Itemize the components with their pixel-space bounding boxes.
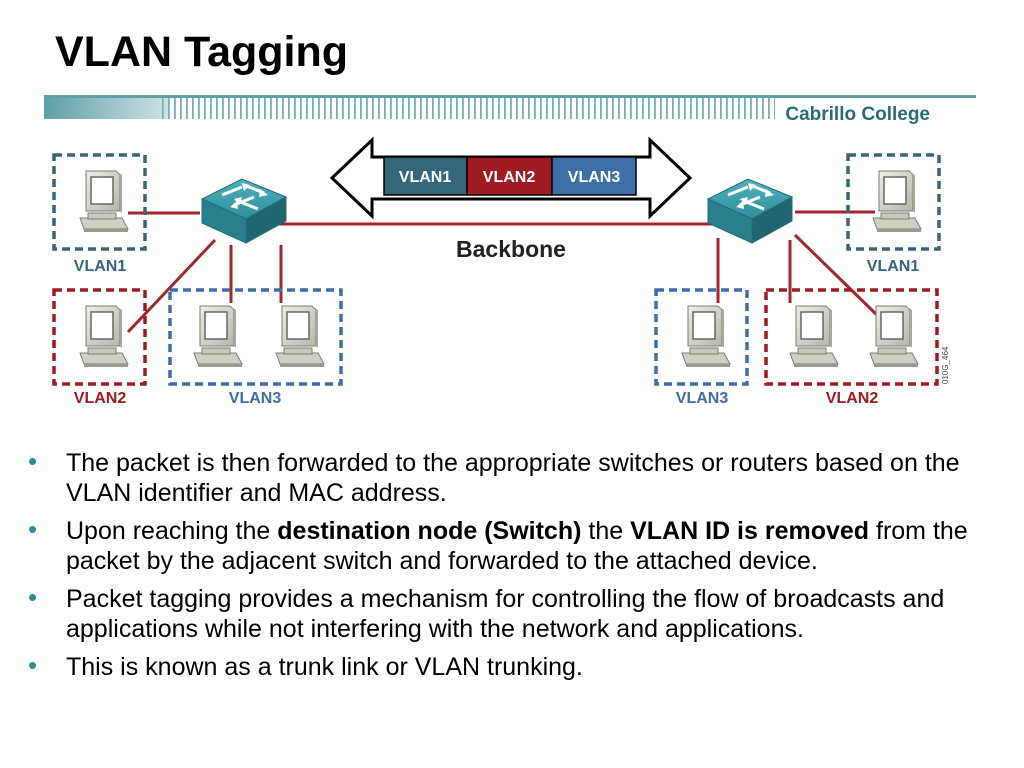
header-band [44,95,976,119]
bullet-text-bold: destination node (Switch) [277,517,582,545]
vlan-labels: VLAN1 VLAN2 VLAN3 VLAN1 VLAN3 VLAN2 [74,258,920,407]
bullet-dot-icon: • [28,514,38,544]
computer-icon [681,305,731,368]
college-label: Cabrillo College [785,104,930,125]
label-right-vlan3: VLAN3 [676,390,729,407]
bullet-text: the [581,517,631,545]
box-right-vlan2 [764,288,939,386]
label-left-vlan1: VLAN1 [74,258,127,275]
bullet-dot-icon: • [28,650,38,680]
label-left-vlan2: VLAN2 [74,390,127,407]
bullet-list: • The packet is then forwarded to the app… [28,446,1018,690]
label-left-vlan3: VLAN3 [229,390,282,407]
bullet-item: • The packet is then forwarded to the app… [28,446,1018,508]
computer-icon [79,170,129,233]
link-right-vlan2b [793,233,880,318]
frame-tag-vlan2-label: VLAN2 [483,169,536,186]
link-left-vlan2 [126,238,217,334]
frame-tag-vlan2 [466,156,553,196]
frame-tag-vlan1-label: VLAN1 [399,169,452,186]
vlan-diagram: Cabrillo College [44,95,976,407]
box-right-vlan1 [846,153,941,251]
label-right-vlan1: VLAN1 [867,258,920,275]
computer-icon [789,305,839,368]
label-right-vlan2: VLAN2 [826,390,879,407]
bullet-text: from the packet by the adjacent switch a… [66,517,968,575]
links [126,210,880,334]
computer-icon [193,305,243,368]
box-left-vlan1 [52,153,147,251]
figure-code: 010G_464 [941,346,950,384]
bullet-dot-icon: • [28,582,38,612]
box-left-vlan2 [52,288,147,386]
bullet-text-bold: VLAN ID is removed [630,517,870,545]
frame-tag-vlan3 [551,156,637,196]
bullet-item: • Packet tagging provides a mechanism for… [28,582,1018,644]
box-left-vlan3 [168,288,343,386]
switch-icon [200,177,288,245]
bullet-text: Upon reaching the [66,517,278,545]
switch-icon [706,177,794,245]
bullet-text: This is known as a trunk link or VLAN tr… [66,653,583,681]
backbone-label: Backbone [456,236,566,262]
computer-icon [79,305,129,368]
bullet-item: • This is known as a trunk link or VLAN t… [28,650,1018,682]
bullet-text: Packet tagging provides a mechanism for … [66,585,945,643]
computer-icon [275,305,325,368]
bullet-text: The packet is then forwarded to the appr… [66,449,960,507]
slide-title: VLAN Tagging [55,28,349,76]
tagged-frame: VLAN1 VLAN2 VLAN3 [329,136,693,220]
bullet-item: • Upon reaching the destination node (Swi… [28,514,1018,576]
computer-icon [872,170,922,233]
frame-tag-vlan3-label: VLAN3 [568,169,621,186]
frame-tag-vlan1 [383,156,468,196]
bullet-dot-icon: • [28,446,38,476]
vlan-boxes [52,153,941,386]
box-right-vlan3 [654,288,749,386]
computer-icon [869,305,919,368]
